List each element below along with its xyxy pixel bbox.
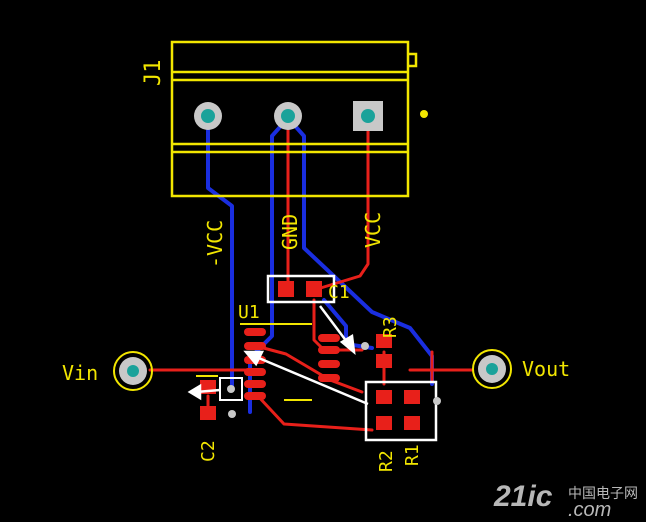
trace-c1-r3 <box>312 298 364 352</box>
r2-pad-top <box>376 390 392 404</box>
resistor-block-r1-r2 <box>364 380 441 442</box>
c2-via <box>227 385 235 393</box>
u1-pad-r3 <box>318 360 340 368</box>
u1-pad-6 <box>244 392 266 400</box>
trace-u1-r2 <box>254 344 364 394</box>
label-c1: C1 <box>328 282 350 303</box>
c2-via-2 <box>228 410 236 418</box>
c1-pad-1 <box>278 281 294 297</box>
vin-pad-hole <box>127 365 139 377</box>
r3-via <box>361 342 369 350</box>
u1-pad-5 <box>244 380 266 388</box>
vout-pad-ring <box>472 349 512 389</box>
pin1-marker-dot <box>420 110 428 118</box>
r1-via <box>433 397 441 405</box>
vin-pad-ring <box>113 351 153 391</box>
u1-pad-r4 <box>318 374 340 382</box>
capacitor-c1 <box>266 274 336 304</box>
capacitor-c2 <box>196 375 243 420</box>
r2-pad-bottom <box>376 416 392 430</box>
label-gnd: GND <box>278 214 302 250</box>
vout-terminal <box>472 349 512 389</box>
r1-pad-top <box>404 390 420 404</box>
chip-u1 <box>240 323 340 401</box>
watermark-brand: 21ic <box>493 480 553 513</box>
vin-terminal <box>113 351 153 391</box>
u1-pad-1 <box>244 328 266 336</box>
arrow-to-u1-head <box>243 350 265 367</box>
r1-pad-bottom <box>404 416 420 430</box>
connector-latch <box>408 52 418 68</box>
trace-gnd-bottom-right <box>286 116 434 386</box>
label-r3: R3 <box>380 316 401 338</box>
c2-outline <box>219 377 243 401</box>
silkscreen-labels: J1 -VCC GND VCC U1 C1 R3 C2 R2 R1 Vin Vo… <box>62 60 570 473</box>
label-vcc: VCC <box>361 212 385 248</box>
u1-pad-2 <box>244 342 266 350</box>
label-j1: J1 <box>141 60 166 87</box>
trace-vcc-top <box>312 116 370 292</box>
u1-pad-r2 <box>318 346 340 354</box>
c1-outline <box>266 274 336 304</box>
connector-pads <box>194 101 383 131</box>
c1-pad-2 <box>306 281 322 297</box>
label-r2: R2 <box>376 450 397 472</box>
annotation-arrows <box>187 305 369 406</box>
connector-j1 <box>170 40 418 198</box>
watermark-domain: .com <box>568 499 611 521</box>
arrow-c2-head <box>187 383 202 401</box>
connector-body-outline <box>170 40 410 198</box>
bottom-copper-layer <box>206 116 434 414</box>
u1-pad-4 <box>244 368 266 376</box>
label-neg-vcc: -VCC <box>203 220 227 268</box>
pad-neg-vcc-hole <box>201 109 215 123</box>
watermark-cn: 中国电子网 <box>568 485 638 501</box>
pad-vcc-hole <box>361 109 375 123</box>
trace-u1-lower <box>254 392 374 432</box>
u1-pad-r1 <box>318 334 340 342</box>
label-vout: Vout <box>522 357 570 381</box>
r3-pad-top <box>376 334 392 348</box>
resistor-r3 <box>361 334 392 368</box>
trace-r3-bottom <box>322 298 374 350</box>
watermark: 21ic .com 中国电子网 <box>493 480 638 521</box>
pad-gnd-hole <box>281 109 295 123</box>
label-c2: C2 <box>198 440 219 462</box>
r1r2-outline <box>364 380 438 442</box>
label-vin: Vin <box>62 361 98 385</box>
c2-pad-bottom <box>200 406 216 420</box>
arrow-to-u1-line <box>253 354 369 406</box>
label-r1: R1 <box>402 444 423 466</box>
arrow-to-r3-head <box>339 333 356 355</box>
vout-pad-hole <box>486 363 498 375</box>
r3-pad-bottom <box>376 354 392 368</box>
label-u1: U1 <box>238 302 260 323</box>
